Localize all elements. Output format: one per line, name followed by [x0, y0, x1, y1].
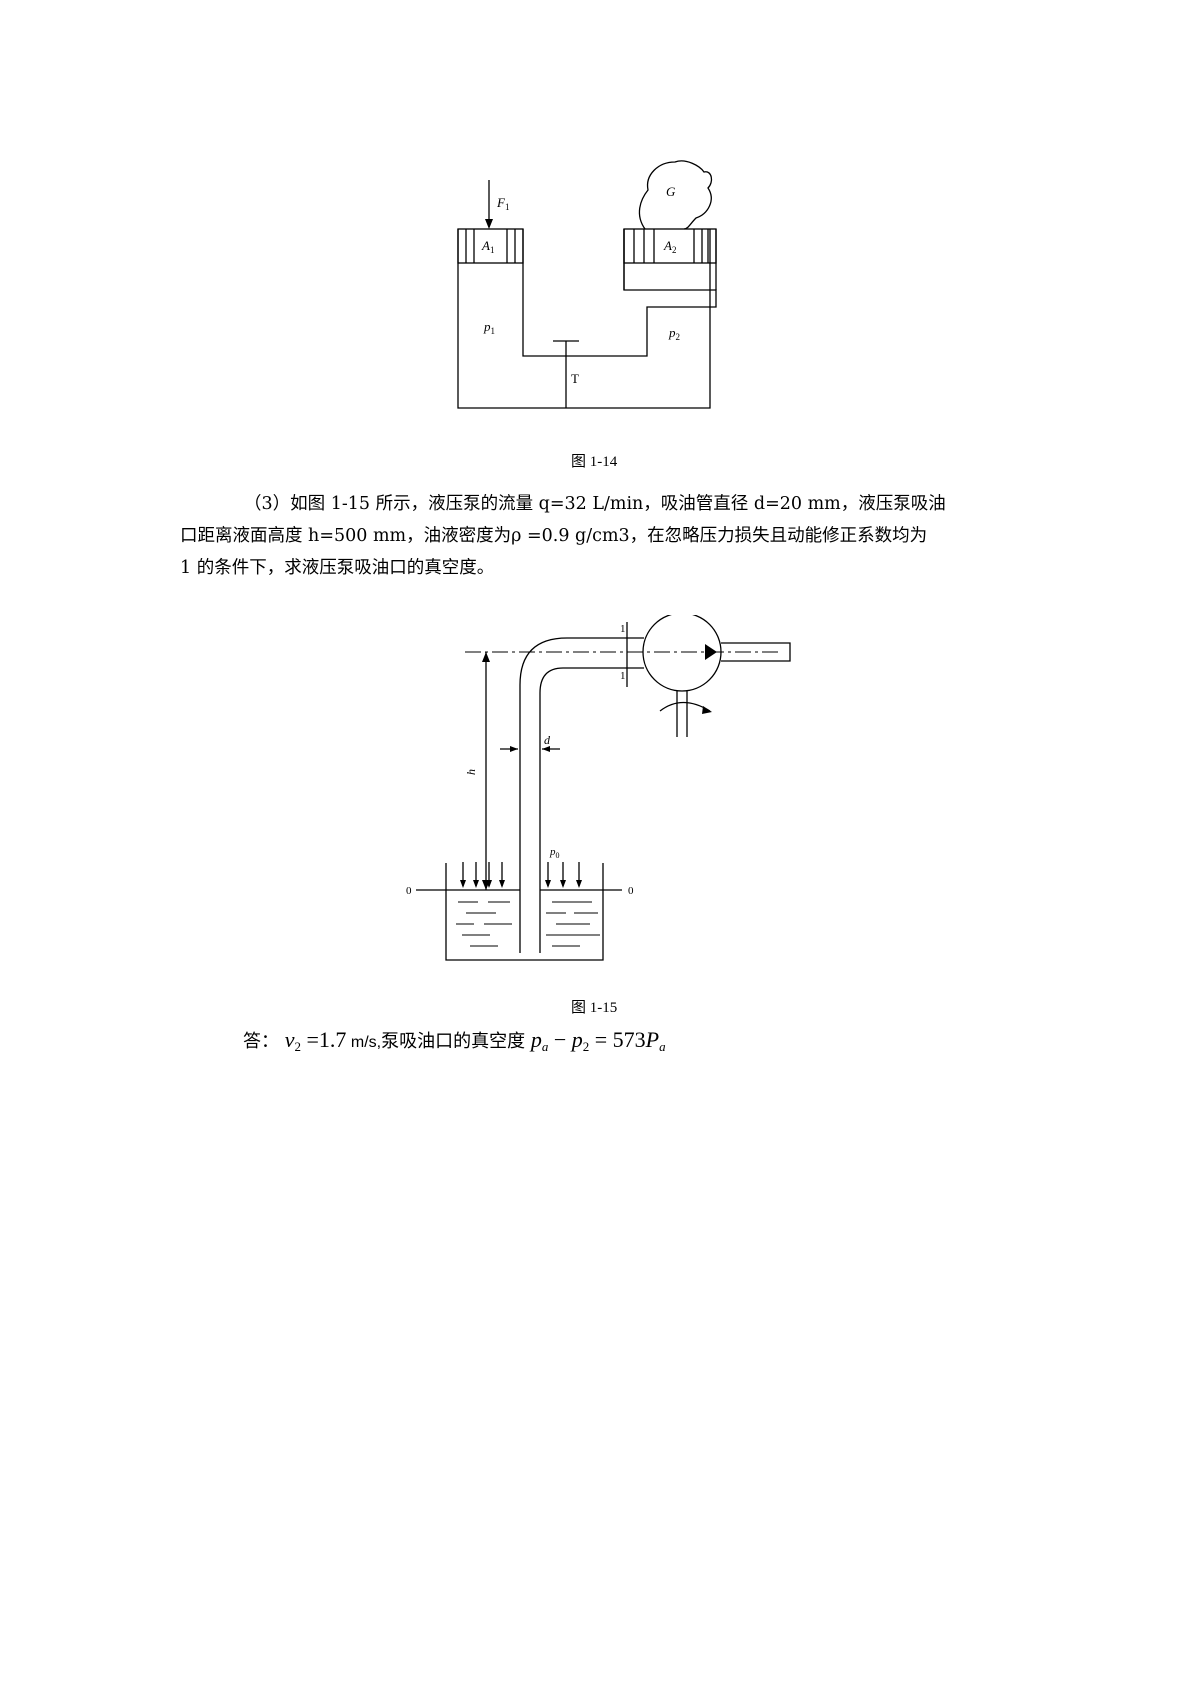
- answer-line: 答： v2 =1.7 m/s,泵吸油口的真空度 pa − p2 = 573Pa: [243, 1027, 666, 1054]
- suction-pipe-inner: [539, 667, 644, 953]
- suction-pipe-outer: [519, 637, 644, 953]
- caption-figure-1-14: 图 1-14: [571, 454, 618, 470]
- oil-tank: [445, 863, 604, 961]
- label-f1: F1: [496, 195, 509, 212]
- label-g: G: [666, 184, 676, 199]
- label-a2: A2: [663, 238, 676, 255]
- problem-text: （3）如图 1-15 所示，液压泵的流量 q=32 L/min，吸油管直径 d=…: [180, 488, 1020, 584]
- pump-body: [642, 615, 722, 692]
- rotation-arrow-arc: [659, 701, 711, 712]
- vacuum-formula: pa − p2 = 573Pa: [530, 1027, 666, 1054]
- piston-a1: [457, 228, 524, 264]
- answer-prefix: 答：: [243, 1031, 279, 1052]
- label-level-0-right: 0: [628, 885, 634, 897]
- label-section-1-bottom: 1: [620, 670, 626, 682]
- pump-direction-arrow: [705, 644, 717, 660]
- problem-line-1: （3）如图 1-15 所示，液压泵的流量 q=32 L/min，吸油管直径 d=…: [244, 494, 946, 514]
- vessel-outline: [457, 229, 711, 409]
- velocity-value: =1.7: [301, 1027, 347, 1052]
- problem-line-3: 1 的条件下，求液压泵吸油口的真空度。: [180, 558, 495, 578]
- velocity-symbol: v: [284, 1027, 295, 1052]
- label-level-0-left: 0: [406, 885, 412, 897]
- piston-a2: [623, 228, 717, 264]
- vessel-inner-wall: [522, 229, 717, 357]
- label-valve-t: T: [571, 371, 579, 386]
- label-p0: p0: [549, 846, 560, 860]
- outlet-pipe: [721, 642, 791, 662]
- answer-middle-text: 泵吸油口的真空度: [381, 1031, 531, 1052]
- caption-figure-1-15: 图 1-15: [571, 1000, 618, 1016]
- velocity-unit: m/s,: [346, 1034, 382, 1051]
- label-h: h: [464, 769, 478, 775]
- figure-1-15: 1 1 d h p0 0 0: [406, 615, 791, 961]
- label-p2: p2: [668, 325, 680, 342]
- label-section-1-top: 1: [620, 623, 626, 635]
- problem-line-2: 口距离液面高度 h=500 mm，油液密度为ρ =0.9 g/cm3，在忽略压力…: [180, 526, 928, 546]
- label-d: d: [544, 733, 551, 747]
- label-a1: A1: [481, 238, 494, 255]
- label-p1: p1: [483, 319, 495, 336]
- figure-1-14: F1 A1 A2 G p1 p2 T: [457, 160, 717, 409]
- load-g-shape: [638, 160, 713, 230]
